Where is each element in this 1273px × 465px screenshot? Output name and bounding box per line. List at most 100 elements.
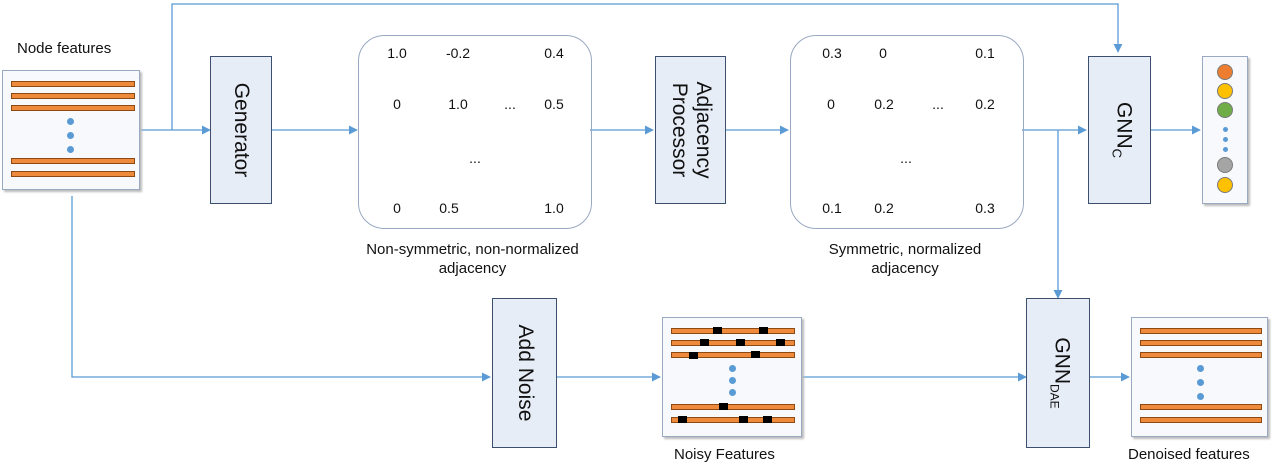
gnn-c-base: GNN [1112,101,1136,149]
ellipsis-dot [67,132,74,139]
noise-mark [759,327,768,334]
feature-row [671,404,795,410]
noisy-features-matrix [662,317,802,437]
node-features-matrix [2,70,140,190]
feature-row [1140,352,1262,358]
adjacency-processor-box: Adjacency Processor [655,56,726,204]
feature-row [11,81,135,87]
ellipsis-dot [729,377,736,384]
ellipsis-dot [729,365,736,372]
feature-row [671,328,795,334]
symmetric-adjacency-caption: Symmetric, normalized adjacency [770,240,1040,278]
matrix-ellipsis: ... [504,96,516,112]
label-line: Processor [667,82,691,178]
add-noise-box: Add Noise [492,298,557,448]
matrix-cell: 0 [393,200,401,216]
caption-line: Non-symmetric, non-normalized [366,241,579,258]
noise-mark [689,352,698,359]
class-prediction-circle [1217,64,1233,80]
ellipsis-dot [1223,147,1228,152]
matrix-cell: 0.3 [975,200,995,216]
matrix-cell: 0.5 [544,96,564,112]
matrix-cell: 0.3 [822,45,842,61]
gnn-dae-subscript: DAE [1047,383,1062,409]
ellipsis-dot [1223,137,1228,142]
noisy-features-label: Noisy Features [674,446,775,463]
class-prediction-circle [1217,102,1233,118]
ellipsis-dot [1197,365,1204,372]
noise-mark [736,339,745,346]
noise-mark [700,339,709,346]
matrix-cell: 0.1 [822,200,842,216]
feature-row [671,340,795,346]
label-line: Adjacency [691,81,715,179]
noise-mark [719,403,728,410]
gnn-dae-label: GNNDAE [1042,337,1073,408]
feature-row [671,417,795,423]
noise-mark [739,416,748,423]
noise-mark [678,416,687,423]
class-prediction-circle [1217,177,1233,193]
feature-row [11,105,135,111]
matrix-ellipsis: ... [900,150,912,166]
feature-row [1140,417,1262,423]
output-predictions [1202,56,1248,204]
gnn-c-box: GNNC [1088,56,1151,204]
non-symmetric-adjacency-matrix [358,35,592,229]
feature-row [671,352,795,358]
ellipsis-dot [1197,379,1204,386]
ellipsis-dot [1223,127,1228,132]
feature-row [11,158,135,164]
class-prediction-circle [1217,157,1233,173]
matrix-cell: 0 [827,96,835,112]
matrix-cell: 1.0 [387,45,407,61]
matrix-cell: -0.2 [445,45,471,61]
noise-mark [713,327,722,334]
matrix-cell: 0.2 [874,96,894,112]
add-noise-label: Add Noise [513,324,537,422]
caption-line: adjacency [871,260,939,277]
matrix-cell: 0.4 [544,45,564,61]
non-symmetric-adjacency-caption: Non-symmetric, non-normalized adjacency [320,240,625,278]
denoised-features-matrix [1131,317,1268,437]
matrix-cell: 0 [393,96,401,112]
feature-row [11,171,135,177]
gnn-dae-box: GNNDAE [1026,298,1090,448]
feature-row [1140,340,1262,346]
matrix-cell: 0.5 [439,200,459,216]
class-prediction-circle [1217,83,1233,99]
matrix-ellipsis: ... [932,96,944,112]
noise-mark [751,351,760,358]
matrix-cell: 0.2 [975,96,995,112]
matrix-cell: 1.0 [544,200,564,216]
adjacency-processor-label: Adjacency Processor [667,82,715,179]
arrow-features-to-add-noise [71,196,491,382]
generator-label: Generator [230,82,253,178]
ellipsis-dot [1197,393,1204,400]
matrix-cell: 0.1 [975,45,995,61]
denoised-features-label: Denoised features [1128,446,1250,463]
node-features-label: Node features [17,40,112,57]
gnn-dae-base: GNN [1050,337,1074,384]
matrix-cell: 0.2 [874,200,894,216]
caption-line: Symmetric, normalized [828,241,982,258]
feature-row [1140,328,1262,334]
matrix-cell: 1.0 [448,96,468,112]
feature-row [1140,404,1262,410]
ellipsis-dot [67,118,74,125]
feature-row [11,93,135,99]
generator-box: Generator [210,56,272,204]
arrow-skip-to-gnn-c [171,3,1123,130]
caption-line: adjacency [438,260,507,277]
ellipsis-dot [67,146,74,153]
ellipsis-dot [729,389,736,396]
matrix-cell: 0 [879,45,887,61]
gnn-c-subscript: C [1108,148,1124,159]
matrix-ellipsis: ... [469,150,481,166]
gnn-c-label: GNNC [1104,102,1135,158]
noise-mark [763,416,772,423]
noise-mark [776,339,785,346]
symmetric-adjacency-matrix [790,35,1024,229]
